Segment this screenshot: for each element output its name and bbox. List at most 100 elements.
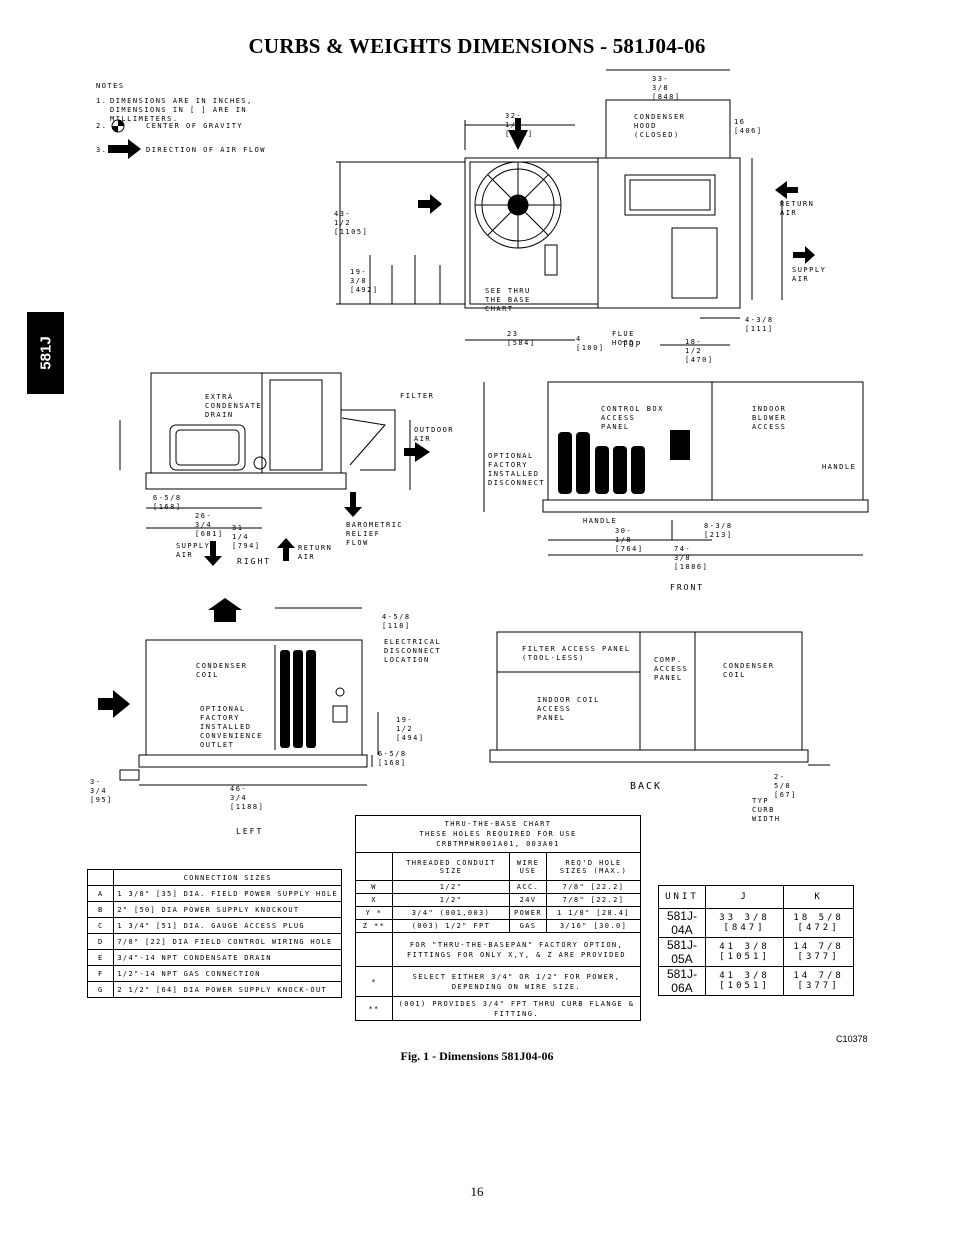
front-dim-1: 30-1/8 [764]: [615, 527, 644, 553]
figure-caption: Fig. 1 - Dimensions 581J04-06: [400, 1049, 554, 1063]
right-view-outline: [150, 372, 342, 474]
right-dim-2: 26-3/4 [681]: [195, 512, 224, 538]
top-dim-bottom: 23 [584]: [507, 330, 536, 347]
left-dim-2: 19-1/2 [494]: [396, 716, 425, 742]
table-row: 581J-04A 33 3/8 [847] 18 5/8 [472]: [658, 908, 854, 938]
see-chart-label: SEE THRU THE BASE CHART: [485, 287, 531, 313]
condenser-hood-label: CONDENSER HOOD (CLOSED): [634, 113, 686, 139]
return-air-arrow: [775, 181, 798, 199]
center-of-gravity-icon: [110, 118, 126, 139]
left-dim-4: 46-3/4 [1188]: [230, 785, 265, 811]
notes-heading: NOTES: [96, 82, 125, 90]
airflow-arrow-icon: [108, 138, 142, 165]
filter-label: FILTER: [400, 392, 435, 400]
control-box-label: CONTROL BOX ACCESS PANEL: [601, 405, 664, 431]
front-dim-3: 8-3/8 [213]: [704, 522, 733, 539]
barometric-relief-label: BAROMETRIC RELIEF FLOW: [346, 521, 404, 547]
connection-sizes-heading: CONNECTION SIZES: [113, 869, 342, 886]
top-dim-right: 33-3/8 [848]: [652, 75, 681, 101]
note-3-text: DIRECTION OF AIR FLOW: [146, 146, 267, 154]
note-3-number: 3.: [96, 146, 108, 154]
top-dim-bottom-2: 4 [100]: [576, 335, 605, 352]
supply-air-label: SUPPLY AIR: [792, 266, 827, 283]
outdoor-air-arrow: [404, 442, 430, 462]
convenience-outlet-label: OPTIONAL FACTORY INSTALLED CONVENIENCE O…: [200, 705, 263, 749]
electrical-disconnect-label: ELECTRICAL DISCONNECT LOCATION: [384, 638, 442, 664]
left-dim-5: 3-3/4 [95]: [90, 778, 113, 804]
indoor-coil-label: INDOOR COIL ACCESS PANEL: [537, 696, 600, 722]
top-dim-right-2: 18-1/2 [470]: [685, 338, 714, 364]
left-condenser-coil-label: CONDENSER COIL: [196, 662, 248, 679]
table-row: 581J-05A 41 3/8 [1051] 14 7/8 [377]: [658, 937, 854, 967]
right-dim-3: 31-1/4 [794]: [232, 524, 261, 550]
supply-air-arrow: [793, 246, 815, 264]
back-view-label: BACK: [630, 781, 663, 792]
top-view-label: TOP: [622, 340, 643, 349]
col-unit: UNIT: [658, 885, 706, 909]
outdoor-air-label: OUTDOOR AIR: [414, 426, 455, 443]
back-condenser-coil-label: CONDENSER COIL: [723, 662, 775, 679]
col-wire-use: WIRE USE: [509, 852, 547, 881]
right-view-label: RIGHT: [237, 557, 272, 566]
thru-base-title: THRU-THE-BASE CHART: [444, 820, 552, 828]
top-dim-left-2: 19-3/8 [492]: [350, 268, 379, 294]
return-air-arrow-up: [277, 538, 295, 561]
top-airflow-arrow-right: [418, 194, 442, 214]
comp-access-label: COMP. ACCESS PANEL: [654, 656, 689, 682]
top-airflow-arrow-down: [508, 118, 528, 150]
filter-access-label: FILTER ACCESS PANEL (TOOL-LESS): [522, 645, 631, 662]
left-airflow-arrow-up: [208, 598, 242, 622]
thru-base-part-numbers: CRBTMPWR001A01, 003A01: [436, 840, 560, 848]
note-1-text: DIMENSIONS ARE IN INCHES, DIMENSIONS IN …: [110, 97, 253, 123]
figure-code: C10378: [836, 1034, 868, 1044]
front-dim-2: 74-3/8 [1886]: [674, 545, 709, 571]
thru-base-subtitle: THESE HOLES REQUIRED FOR USE: [419, 830, 577, 838]
top-view-outline: [464, 157, 741, 309]
note-2-key: **: [355, 996, 393, 1021]
unit-dimensions-table: UNIT J K 581J-04A 33 3/8 [847] 18 5/8 [4…: [658, 885, 854, 996]
note-2-text: (001) PROVIDES 3/4" FPT THRU CURB FLANGE…: [392, 996, 641, 1021]
flue-hood-label: FLUE HOOD: [612, 330, 635, 347]
left-view-label: LEFT: [236, 827, 264, 836]
return-air-side-label: RETURN AIR: [298, 544, 333, 561]
top-dim-left: 32-1/2 [826]: [505, 112, 534, 138]
handle-right-label: HANDLE: [822, 463, 857, 471]
col-conduit-size: THREADED CONDUIT SIZE: [392, 852, 510, 881]
col-hole-size: REQ'D HOLE SIZES (MAX.): [546, 852, 641, 881]
thru-the-base-chart: THRU-THE-BASE CHART THESE HOLES REQUIRED…: [355, 815, 641, 1021]
table-row: 581J-06A 41 3/8 [1051] 14 7/8 [377]: [658, 966, 854, 996]
extra-condensate-label: EXTRA CONDENSATE DRAIN: [205, 393, 263, 419]
curb-note: TYP CURB WIDTH: [752, 797, 781, 823]
condenser-hood: [605, 99, 731, 159]
hood-height-dim: 16 [406]: [734, 118, 763, 135]
relief-arrow-down: [344, 492, 362, 517]
note-1-text: SELECT EITHER 3/4" OR 1/2" FOR POWER, DE…: [392, 966, 641, 997]
left-dim-3: 6-5/8 [168]: [378, 750, 407, 767]
col-k: K: [783, 885, 854, 909]
optional-disconnect-label: OPTIONAL FACTORY INSTALLED DISCONNECT: [488, 452, 546, 487]
note-1-number: 1.: [96, 97, 108, 105]
supply-air-arrow-down: [204, 541, 222, 566]
top-dim-right-1: 4-3/8 [111]: [745, 316, 774, 333]
right-dim-1: 6-5/8 [168]: [153, 494, 182, 511]
note-2-text: CENTER OF GRAVITY: [146, 122, 244, 130]
return-air-label: RETURN AIR: [780, 200, 815, 217]
page-title: CURBS & WEIGHTS DIMENSIONS - 581J04-06: [248, 34, 706, 58]
indoor-blower-label: INDOOR BLOWER ACCESS: [752, 405, 787, 431]
left-airflow-arrow-right: [98, 690, 130, 718]
supply-air-side-label: SUPPLY AIR: [176, 542, 211, 559]
col-j: J: [704, 885, 785, 909]
left-dim-1: 4-5/8 [118]: [382, 613, 411, 630]
